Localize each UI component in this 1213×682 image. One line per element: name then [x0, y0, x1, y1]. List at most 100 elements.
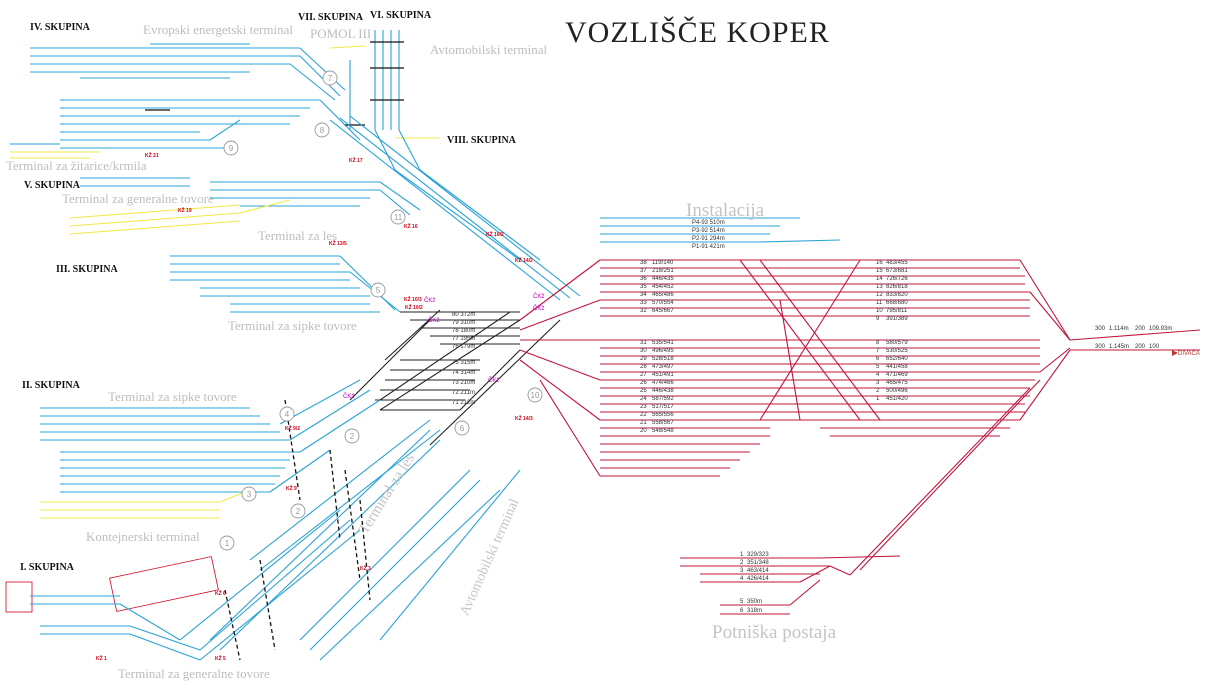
diagram-title: VOZLIŠČE KOPER — [565, 16, 830, 49]
group-v-yellow — [69, 199, 291, 235]
right-track-number: 3 — [876, 380, 880, 386]
station-track-number: 32 — [640, 308, 647, 314]
section-circle — [370, 282, 386, 298]
mid-track-label: 76 179m — [452, 344, 475, 350]
passenger-track-length: 350m — [747, 599, 762, 605]
right-track-number: 6 — [876, 356, 880, 362]
station-track-length: 570/554 — [652, 300, 674, 306]
exit-track-length: 109.93m — [1149, 326, 1172, 332]
right-track-number: 16 — [876, 260, 883, 266]
siding-box-mid — [109, 556, 219, 612]
right-track-length: 471/469 — [886, 372, 908, 378]
kz-label: KŽ 5 — [215, 654, 226, 662]
section-circle-number: 3 — [247, 490, 252, 499]
group-iv-yellow — [10, 45, 440, 159]
destination-arrow-icon — [1172, 350, 1178, 356]
section-circle — [241, 486, 257, 502]
kz-label: KŽ 9/2 — [285, 424, 300, 432]
right-track-number: 15 — [876, 268, 883, 274]
mid-track-label: 72 211m — [452, 390, 475, 396]
station-track-length: 474/466 — [652, 380, 674, 386]
passenger-track-number: 2 — [740, 560, 744, 566]
station-track-length: 587/592 — [652, 396, 674, 402]
mid-track-label: 77 195m — [452, 336, 475, 342]
group-iv-tracks — [10, 43, 361, 149]
section-circle — [290, 503, 306, 519]
right-track-length: 833/820 — [886, 292, 908, 298]
terminal-label-generalne-top: Terminal za generalne tovore — [62, 191, 214, 206]
station-track-length: 218/251 — [652, 268, 674, 274]
instalacija-track-2: P3-92 514m — [692, 228, 725, 234]
passenger-track-number: 3 — [740, 568, 744, 574]
station-tracks-red — [519, 259, 1201, 576]
section-circle — [219, 535, 235, 551]
ckz-label: ČKž — [533, 305, 544, 312]
mid-track-label: 73 210m — [452, 380, 475, 386]
station-track-number: 24 — [640, 396, 647, 402]
station-track-length: 465/486 — [652, 292, 674, 298]
station-track-number: 37 — [640, 268, 647, 274]
group-label-i: I. SKUPINA — [20, 562, 75, 573]
station-track-length: 454/452 — [652, 284, 674, 290]
right-track-length: 668/680 — [886, 300, 908, 306]
station-track-number: 25 — [640, 388, 647, 394]
instalacija-track-1: P4-93 510m — [692, 220, 725, 226]
section-circle — [454, 420, 470, 436]
station-track-length: 119/140 — [652, 260, 674, 266]
station-track-number: 38 — [640, 260, 647, 266]
station-track-number: 33 — [640, 300, 647, 306]
group-label-iii: III. SKUPINA — [56, 264, 118, 275]
station-track-length: 548/548 — [652, 428, 674, 434]
right-track-length: 673/681 — [886, 268, 908, 274]
station-track-length: 446/438 — [652, 388, 674, 394]
section-circle-number: 7 — [328, 74, 333, 83]
section-circle-number: 10 — [531, 391, 540, 400]
passenger-track-number: 1 — [740, 552, 744, 558]
kz-markers-top — [145, 41, 404, 126]
station-track-number: 30 — [640, 348, 647, 354]
group-ii-yellow — [40, 489, 251, 519]
passenger-track-length: 426/414 — [747, 576, 769, 582]
group-label-vi: VI. SKUPINA — [370, 10, 432, 21]
right-track-number: 10 — [876, 308, 883, 314]
station-track-number: 27 — [640, 372, 647, 378]
section-circle — [279, 406, 295, 422]
section-circle — [322, 70, 338, 86]
station-track-number: 35 — [640, 284, 647, 290]
mid-track-label: 74 314m — [452, 370, 475, 376]
terminal-label-zitarice: Terminal za žitarice/krmila — [6, 158, 147, 173]
passenger-track-number: 4 — [740, 576, 744, 582]
kz-label: KŽ 14/2 — [515, 256, 533, 264]
kz-label: KŽ 17 — [349, 156, 363, 164]
right-track-length: 483/455 — [886, 260, 908, 266]
station-track-number: 36 — [640, 276, 647, 282]
section-circle-number: 5 — [376, 286, 381, 295]
station-track-number: 34 — [640, 292, 647, 298]
right-track-length: 441/458 — [886, 364, 908, 370]
group-vi-tracks — [349, 30, 421, 171]
right-track-number: 4 — [876, 372, 880, 378]
ckz-label: ČKž — [488, 377, 499, 384]
terminal-label-avtomobilski-bottom: Avtomobilski terminal — [458, 497, 523, 618]
group-label-v: V. SKUPINA — [24, 180, 81, 191]
station-track-length: 565/556 — [652, 412, 674, 418]
station-track-number: 31 — [640, 340, 647, 346]
right-track-length: 391/389 — [886, 316, 908, 322]
central-fan-black — [349, 309, 561, 446]
right-track-number: 8 — [876, 340, 880, 346]
ckz-label: ČKž — [424, 297, 435, 304]
right-track-length: 726/726 — [886, 276, 908, 282]
instalacija-track-4: P1-91 421m — [692, 244, 725, 250]
group-ii-tracks — [40, 379, 381, 493]
station-track-number: 23 — [640, 404, 647, 410]
section-circle-number: 2 — [350, 432, 355, 441]
terminal-label-pomol: POMOL III — [310, 26, 371, 41]
station-track-number: 28 — [640, 364, 647, 370]
ckz-label: ČKž — [343, 393, 354, 400]
